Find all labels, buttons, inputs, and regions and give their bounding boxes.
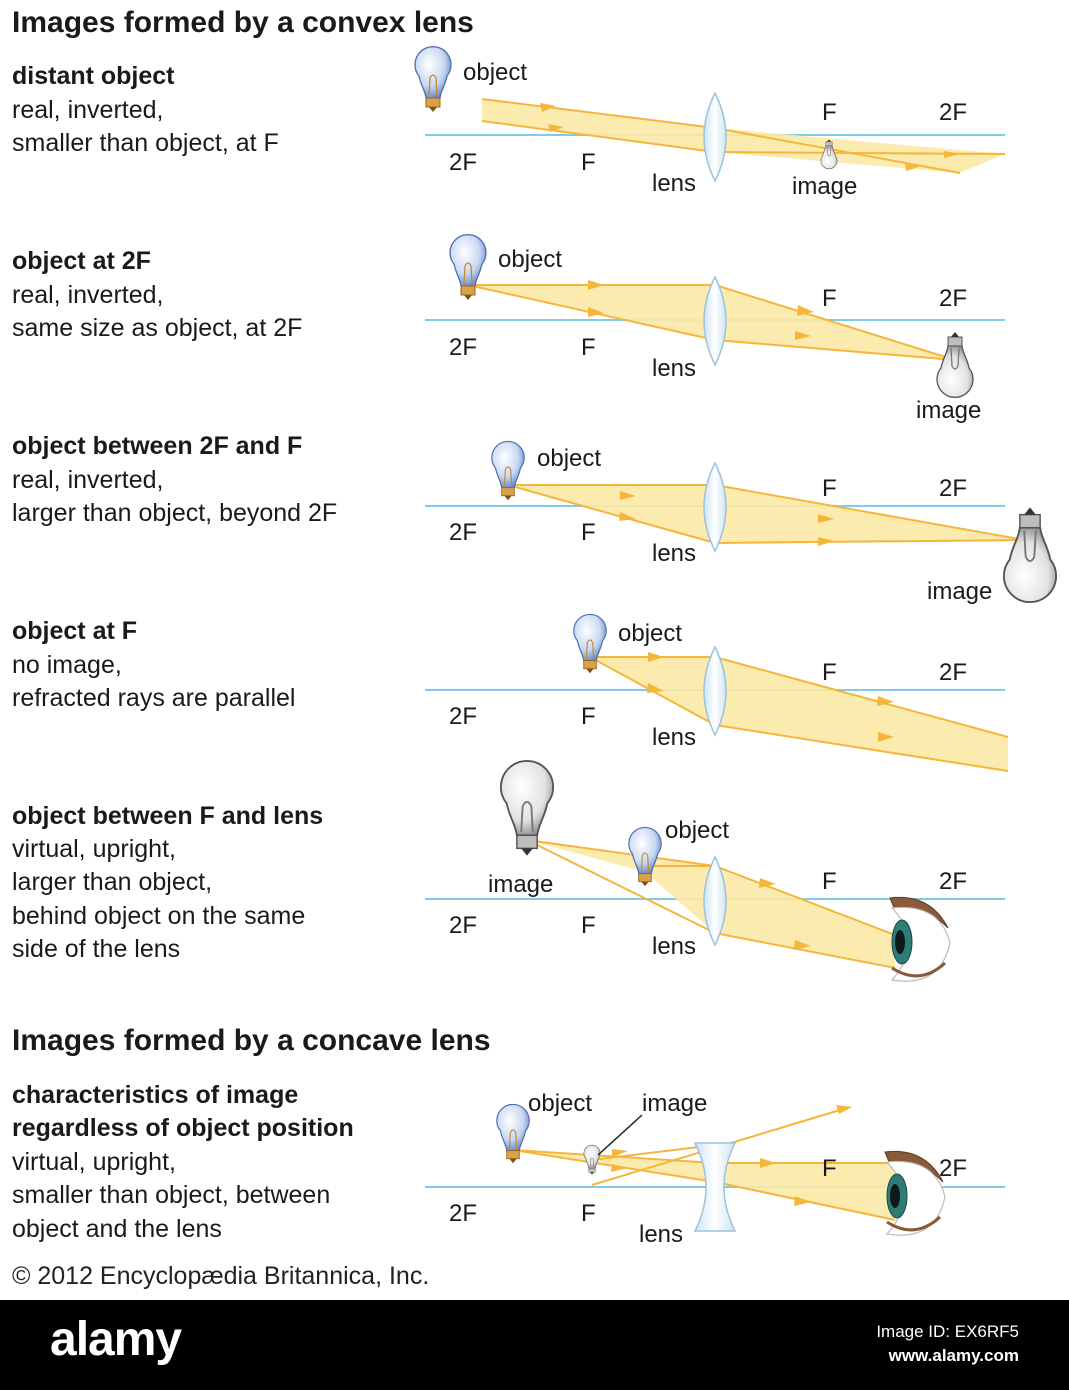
object-bulb [449, 234, 487, 301]
object-label: object [528, 1090, 592, 1117]
case-2f-f-line: real, inverted, [12, 466, 164, 494]
case-distant-heading: distant object [12, 62, 175, 90]
lens-label: lens [652, 355, 696, 382]
object-bulb [496, 1103, 530, 1164]
concave-section-title: Images formed by a concave lens [12, 1024, 491, 1057]
2f-left-label: 2F [449, 1200, 477, 1227]
image-label: image [916, 397, 981, 424]
image-label: image [792, 173, 857, 200]
concave-heading: characteristics of image [12, 1081, 299, 1109]
case-f-lens-line: virtual, upright, [12, 835, 176, 863]
diagram-object-at-2f: object 2F F lens F 2F image [425, 234, 1005, 424]
2f-left-label: 2F [449, 334, 477, 361]
image-id: Image ID: EX6RF5 [876, 1322, 1019, 1341]
f-right-label: F [822, 99, 837, 126]
case-2f-heading: object at 2F [12, 247, 151, 275]
f-left-label: F [581, 1200, 596, 1227]
f-left-label: F [581, 703, 596, 730]
object-bulb [414, 46, 452, 113]
object-label: object [463, 59, 527, 86]
case-2f-line: same size as object, at 2F [12, 314, 303, 342]
diagram-distant-object: object 2F F lens F 2F image [414, 46, 1006, 200]
case-f-lens-heading: object between F and lens [12, 802, 324, 830]
2f-right-label: 2F [939, 659, 967, 686]
image-label: image [927, 578, 992, 605]
case-2f-f-heading: object between 2F and F [12, 432, 303, 460]
case-distant-line: smaller than object, at F [12, 129, 279, 157]
brand-logo: alamy [50, 1313, 182, 1366]
2f-right-label: 2F [939, 1155, 967, 1182]
diagram-object-between-2f-and-f: object 2F F lens F 2F image [425, 440, 1058, 605]
lens-label: lens [652, 933, 696, 960]
concave-line: object and the lens [12, 1215, 222, 1243]
ray-bundle [482, 99, 1005, 173]
f-left-label: F [581, 334, 596, 361]
lens-label: lens [652, 170, 696, 197]
ray-bundle [508, 485, 1025, 543]
lens-label: lens [652, 724, 696, 751]
ray-bundle [590, 657, 1008, 771]
case-f-heading: object at F [12, 617, 138, 645]
diagram-object-at-f: object 2F F lens F 2F [425, 613, 1009, 772]
2f-right-label: 2F [939, 475, 967, 502]
f-right-label: F [822, 285, 837, 312]
lens-label: lens [639, 1221, 683, 1248]
case-f-line: no image, [12, 651, 122, 679]
f-left-label: F [581, 149, 596, 176]
eye-icon [888, 895, 952, 983]
case-f-line: refracted rays are parallel [12, 684, 296, 712]
object-bulb [491, 440, 525, 501]
f-right-label: F [822, 475, 837, 502]
image-bulb [499, 759, 555, 857]
case-2f-f-line: larger than object, beyond 2F [12, 499, 338, 527]
2f-right-label: 2F [939, 285, 967, 312]
2f-right-label: 2F [939, 99, 967, 126]
concave-heading: regardless of object position [12, 1114, 354, 1142]
diagram-concave-lens: object image 2F F lens F 2F [425, 1090, 1005, 1248]
image-bulb [1002, 506, 1058, 604]
eye-icon [883, 1149, 947, 1237]
object-label: object [498, 246, 562, 273]
site-url: www.alamy.com [888, 1346, 1019, 1365]
f-left-label: F [581, 519, 596, 546]
2f-left-label: 2F [449, 149, 477, 176]
object-label: object [618, 620, 682, 647]
case-f-lens-line: larger than object, [12, 868, 213, 896]
2f-left-label: 2F [449, 703, 477, 730]
case-distant-line: real, inverted, [12, 96, 164, 124]
f-right-label: F [822, 659, 837, 686]
convex-lens [703, 92, 727, 182]
concave-line: smaller than object, between [12, 1181, 331, 1209]
object-bulb [573, 613, 607, 674]
concave-lens [693, 1142, 737, 1232]
object-label: object [537, 445, 601, 472]
lens-diagrams: object 2F F lens F 2F image object 2F F … [414, 46, 1058, 1248]
case-2f-line: real, inverted, [12, 281, 164, 309]
f-right-label: F [822, 868, 837, 895]
object-label: object [665, 817, 729, 844]
2f-right-label: 2F [939, 868, 967, 895]
case-f-lens-line: behind object on the same [12, 902, 306, 930]
f-left-label: F [581, 912, 596, 939]
watermark-footer: alamy Image ID: EX6RF5 www.alamy.com [0, 1300, 1069, 1390]
image-bulb [583, 1144, 601, 1175]
copyright-credit: © 2012 Encyclopædia Britannica, Inc. [12, 1262, 430, 1290]
2f-left-label: 2F [449, 519, 477, 546]
f-right-label: F [822, 1155, 837, 1182]
ray-bundle [513, 1150, 895, 1220]
image-bulb [936, 331, 974, 398]
lens-label: lens [652, 540, 696, 567]
image-label: image [488, 871, 553, 898]
diagram-object-between-f-and-lens: object image 2F F lens F 2F [425, 759, 1005, 983]
image-label: image [642, 1090, 707, 1117]
concave-line: virtual, upright, [12, 1148, 176, 1176]
2f-left-label: 2F [449, 912, 477, 939]
image-leader-line [597, 1114, 643, 1156]
case-f-lens-line: side of the lens [12, 935, 181, 963]
convex-section-title: Images formed by a convex lens [12, 6, 474, 39]
